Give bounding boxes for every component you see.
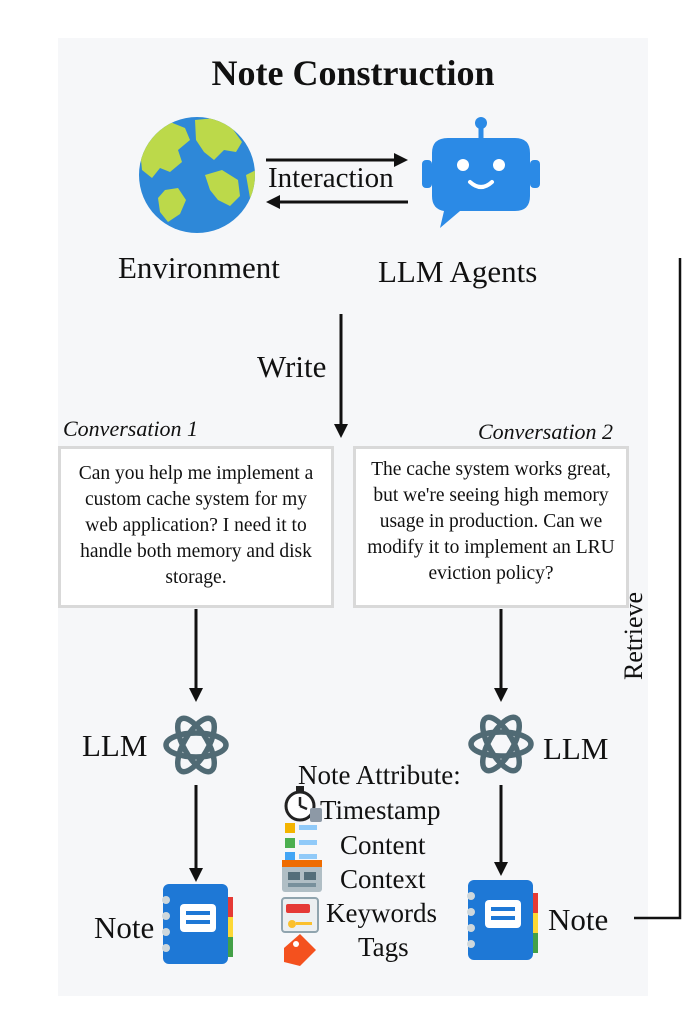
diagram-title: Note Construction xyxy=(211,53,495,93)
environment-label: Environment xyxy=(118,250,280,285)
conversation-2-title: Conversation 2 xyxy=(478,419,614,444)
conversation-1-text: Can you help me implement a custom cache… xyxy=(78,463,314,588)
note-attribute-heading: Note Attribute: xyxy=(298,760,461,790)
attr-content: Content xyxy=(340,830,426,860)
llm-left-label: LLM xyxy=(82,728,148,763)
note-left-label: Note xyxy=(94,910,155,945)
conversation-1-title: Conversation 1 xyxy=(63,416,199,441)
attr-keywords: Keywords xyxy=(326,898,437,928)
write-label: Write xyxy=(257,349,327,384)
conversation-2-box: The cache system works great, but we're … xyxy=(353,446,629,608)
interaction-label: Interaction xyxy=(268,162,394,194)
attr-tags: Tags xyxy=(358,932,409,962)
note-right-label: Note xyxy=(548,902,609,937)
conversation-1-box: Can you help me implement a custom cache… xyxy=(58,446,334,608)
conversation-2-text: The cache system works great, but we're … xyxy=(367,459,615,584)
retrieve-label: Retrieve xyxy=(619,591,648,680)
llm-right-label: LLM xyxy=(543,731,609,766)
attr-timestamp: Timestamp xyxy=(320,795,441,825)
attr-context: Context xyxy=(340,864,426,894)
llm-agents-label: LLM Agents xyxy=(378,254,538,289)
